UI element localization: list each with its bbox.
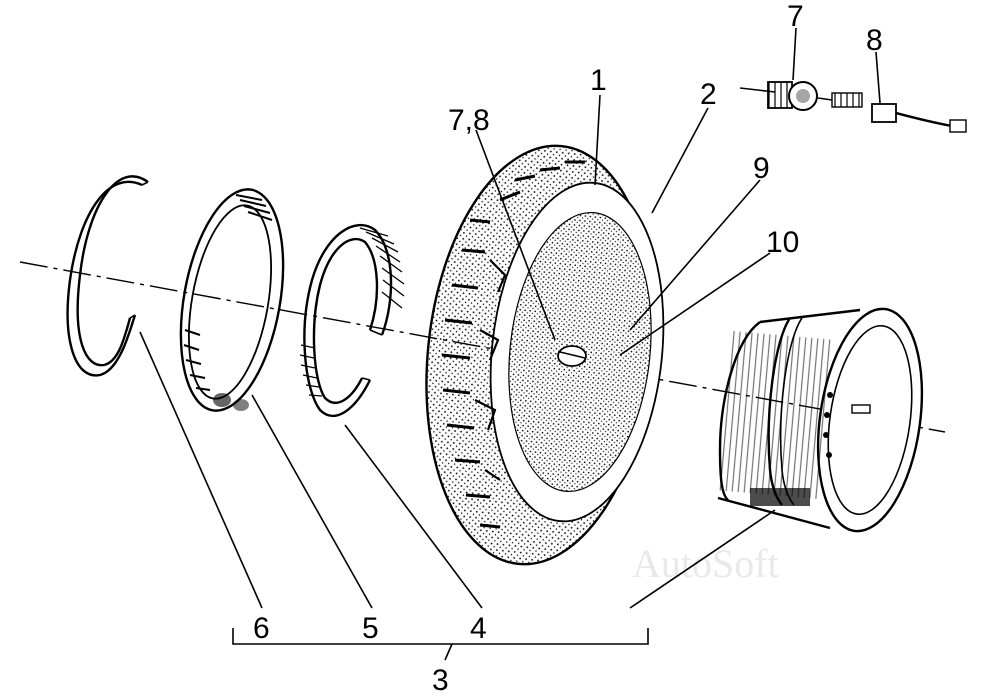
leader-lines — [139, 27, 881, 661]
label-part-1: 1 — [590, 64, 607, 97]
label-part-6: 6 — [253, 612, 270, 645]
valve-parts-7-8 — [739, 81, 967, 133]
label-part-2: 2 — [700, 78, 717, 111]
label-part-9: 9 — [753, 152, 770, 185]
label-part-10: 10 — [766, 226, 799, 259]
label-part-5: 5 — [362, 612, 379, 645]
label-part-7-8: 7,8 — [448, 104, 490, 137]
label-part-7: 7 — [787, 0, 804, 33]
watermark-text: AutoSoft — [632, 541, 779, 586]
label-part-8: 8 — [866, 24, 883, 57]
side-ring-part-5 — [179, 188, 285, 412]
rim-part-3 — [717, 307, 924, 533]
lock-ring-part-6 — [66, 175, 149, 377]
retaining-ring-part-4 — [299, 224, 405, 417]
tire-part-1 — [425, 144, 665, 566]
label-part-4: 4 — [470, 612, 487, 645]
label-part-3: 3 — [432, 664, 449, 697]
